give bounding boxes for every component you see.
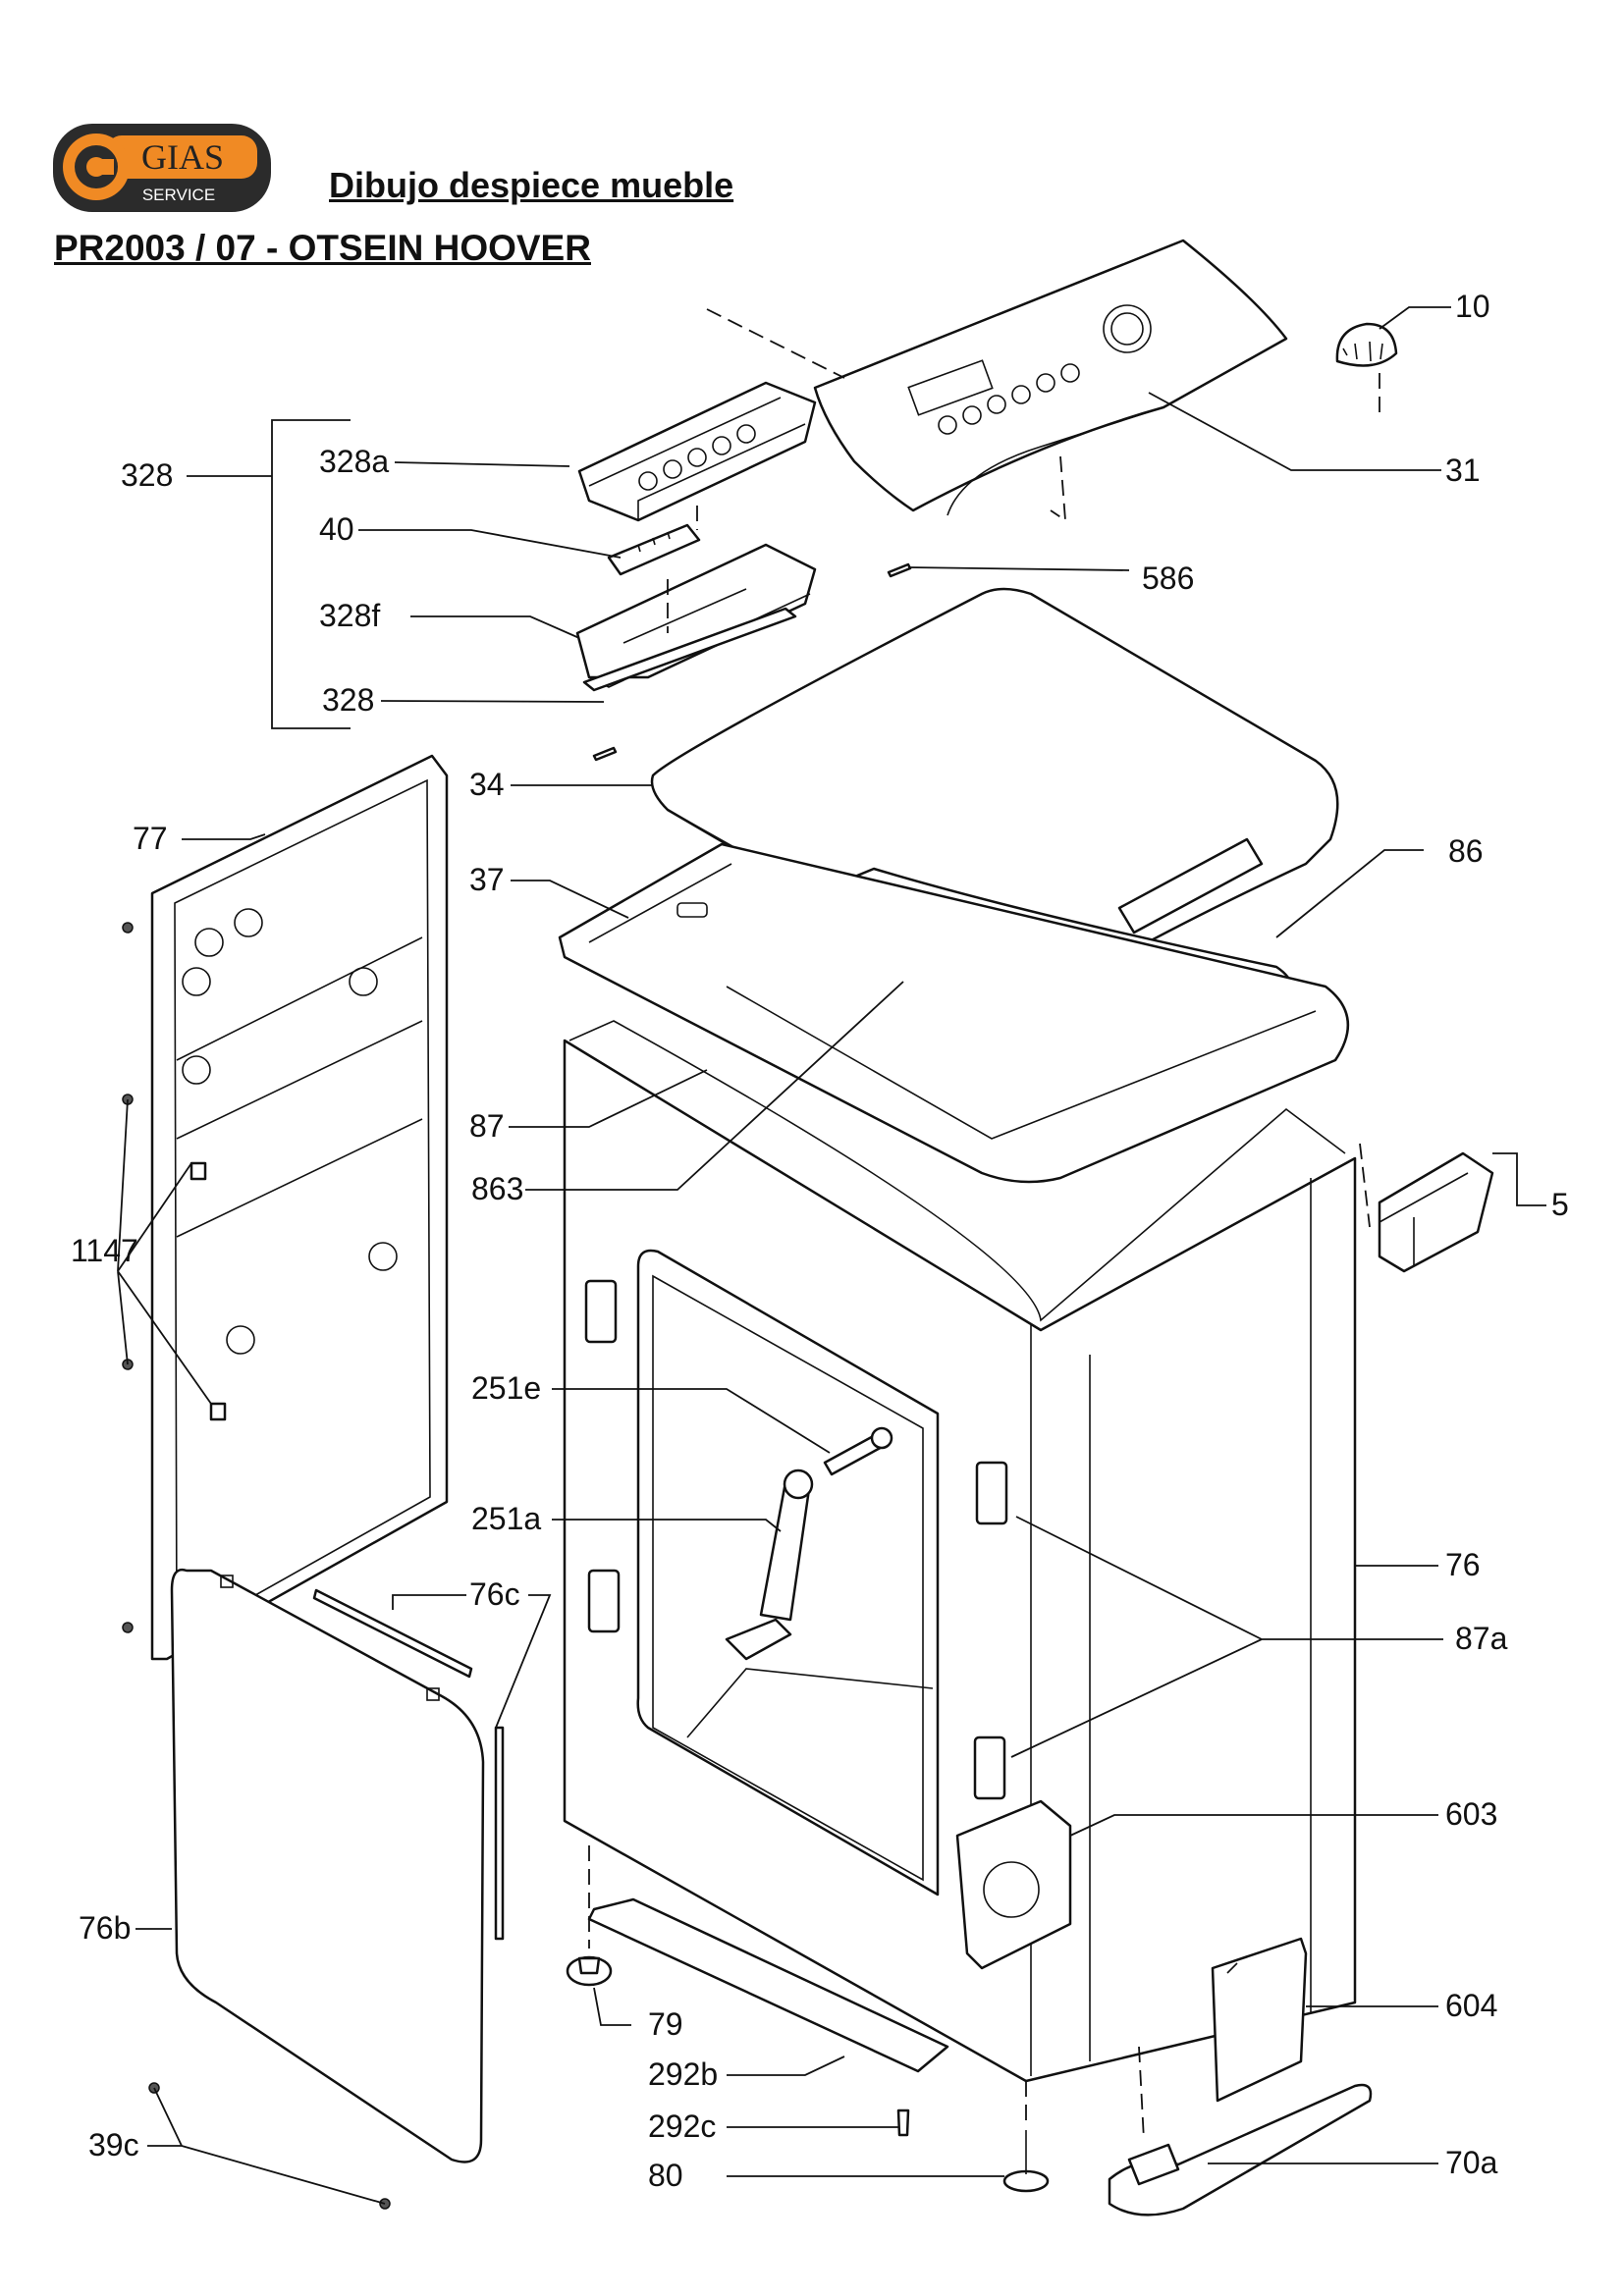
pin-part-2 [592, 746, 618, 762]
label-328f: 328f [319, 598, 380, 633]
logo-brand-text: GIAS [141, 137, 224, 177]
label-328a: 328a [319, 444, 389, 479]
filter-housing-part [955, 1799, 1072, 1970]
side-panel-part [170, 1568, 485, 2163]
hinge-arm-part [725, 1468, 814, 1661]
label-70a: 70a [1445, 2145, 1498, 2180]
label-5: 5 [1551, 1187, 1569, 1222]
leader-lines [117, 306, 1546, 2205]
label-292b: 292b [648, 2056, 718, 2092]
label-1147: 1147 [71, 1233, 138, 1268]
label-76b: 76b [79, 1910, 131, 1946]
label-328: 328 [322, 682, 374, 718]
label-40: 40 [319, 511, 354, 547]
pin-part [887, 562, 912, 578]
label-328-group: 328 [121, 457, 173, 493]
label-80: 80 [648, 2158, 683, 2193]
side-trim-strip-part-2 [494, 1726, 505, 1941]
label-86: 86 [1448, 833, 1484, 869]
service-flap-part [1211, 1937, 1308, 2103]
pedal-part [1108, 2046, 1373, 2216]
logo-service-text: SERVICE [142, 186, 215, 204]
control-panel-part [706, 239, 1288, 522]
label-292c: 292c [648, 2109, 716, 2144]
label-39c: 39c [88, 2127, 139, 2163]
label-34: 34 [469, 767, 505, 802]
label-863: 863 [471, 1171, 523, 1206]
pcb-board-part [607, 523, 701, 576]
label-31: 31 [1445, 453, 1481, 488]
base-plate-part [587, 1897, 949, 2073]
adjustable-foot-part [1002, 2081, 1050, 2193]
back-panel-part [150, 754, 449, 1661]
label-603: 603 [1445, 1796, 1497, 1832]
label-251e: 251e [471, 1370, 541, 1406]
label-251a: 251a [471, 1501, 541, 1536]
label-87a: 87a [1455, 1621, 1508, 1656]
display-gasket-part [582, 607, 797, 692]
base-screw-part [896, 2109, 910, 2137]
gias-service-logo: GIAS SERVICE [53, 124, 271, 212]
top-frame-part [558, 842, 1350, 1184]
model-subtitle: PR2003 / 07 - OTSEIN HOOVER [54, 228, 591, 268]
label-586: 586 [1142, 561, 1194, 596]
label-76: 76 [1445, 1547, 1481, 1582]
label-37: 37 [469, 862, 505, 897]
label-87: 87 [469, 1108, 505, 1144]
label-10: 10 [1455, 289, 1490, 324]
pcb-housing-part [577, 381, 817, 522]
side-trim-strip-part [312, 1588, 473, 1679]
door-lock-part [1359, 1143, 1494, 1273]
hinge-pin-part [823, 1426, 893, 1476]
foot-part [566, 1845, 613, 1987]
label-77: 77 [133, 821, 168, 856]
label-79: 79 [648, 2006, 683, 2042]
label-76c: 76c [469, 1576, 520, 1612]
page-title: Dibujo despiece mueble [329, 165, 734, 205]
knob-part [1335, 322, 1398, 417]
label-604: 604 [1445, 1988, 1497, 2023]
